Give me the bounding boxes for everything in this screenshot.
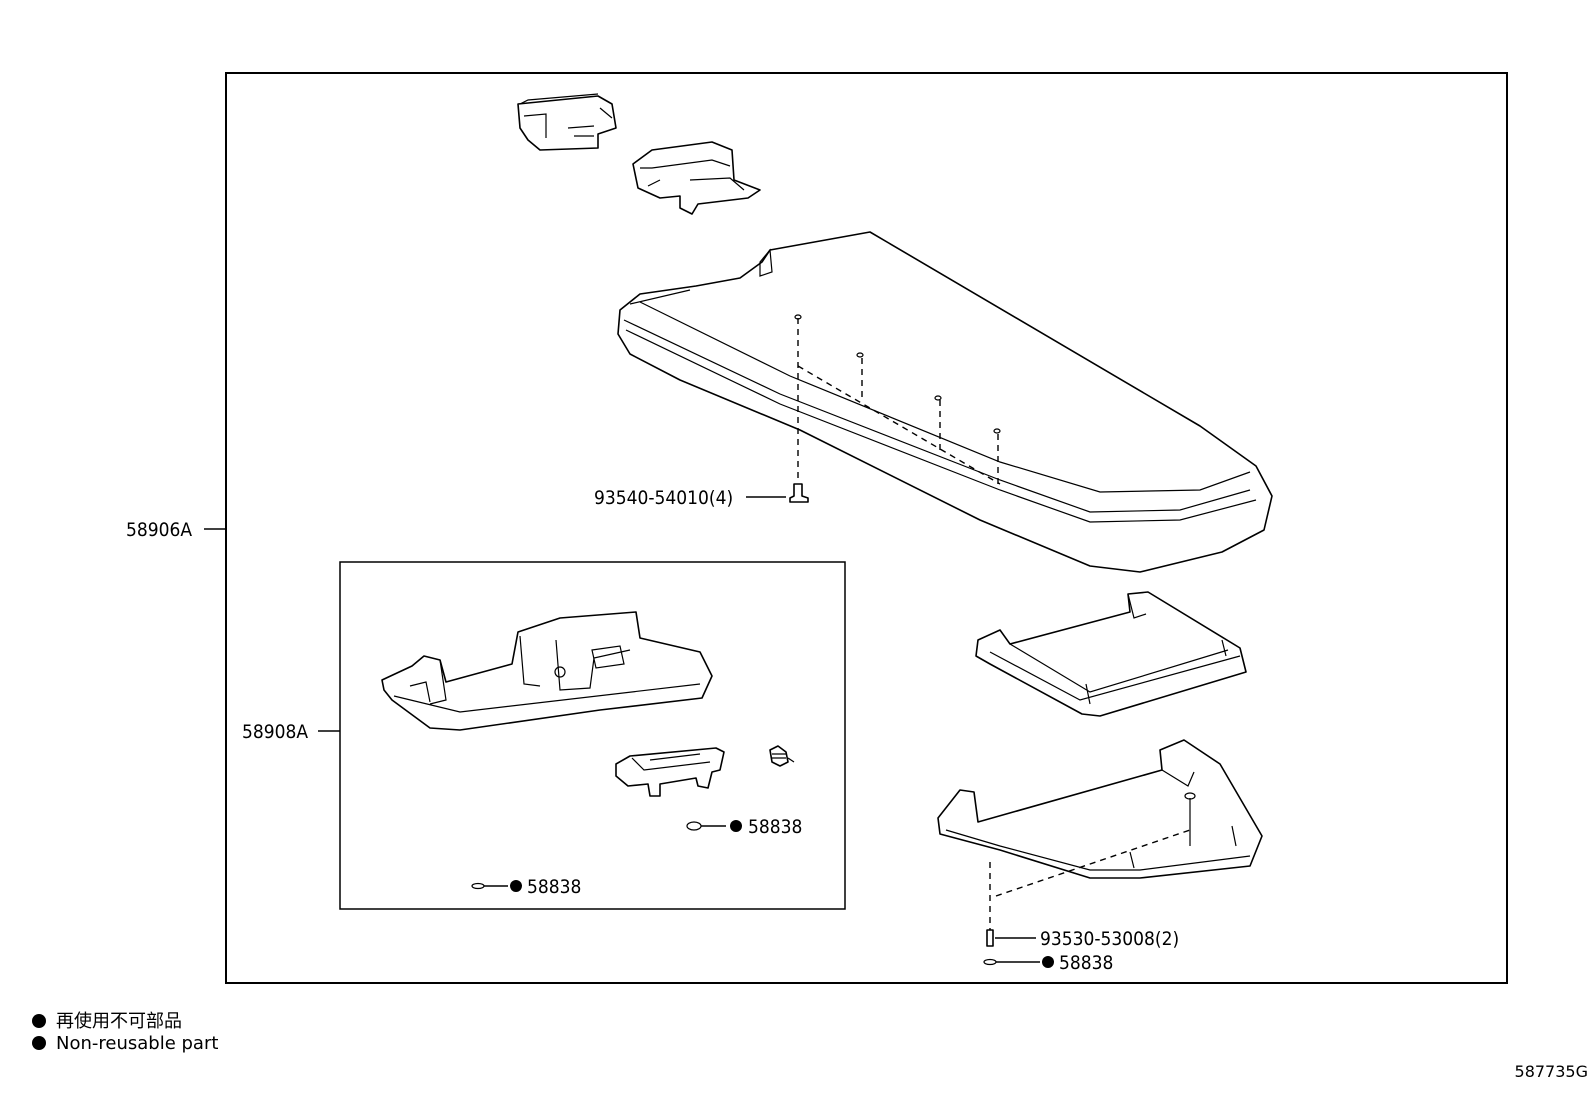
- bullet-icon: [32, 1036, 46, 1050]
- armrest-lid: [617, 231, 1273, 573]
- clip-icon-3: [983, 956, 1054, 968]
- clip-icon-1: [686, 820, 742, 832]
- clip-label-1: 58838: [748, 816, 802, 838]
- assembly-main-label: 58906A: [126, 519, 192, 541]
- legend-english: Non-reusable part: [32, 1033, 218, 1054]
- legend-english-text: Non-reusable part: [56, 1033, 219, 1054]
- spring-icon: [769, 745, 795, 767]
- hinge-housing: [381, 611, 713, 731]
- diagram-id: 587735G: [1514, 1062, 1588, 1081]
- bullet-icon: [32, 1014, 46, 1028]
- legend-japanese-text: 再使用不可部品: [56, 1011, 182, 1032]
- clip-label-3: 58838: [1059, 952, 1113, 974]
- legend-japanese: 再使用不可部品: [32, 1007, 182, 1033]
- screw-bottom-icon: [986, 929, 994, 947]
- latch-button: [632, 141, 761, 215]
- hinge-bracket-upper: [517, 93, 617, 151]
- assembly-frame: [225, 72, 1508, 984]
- storage-tray: [975, 591, 1247, 717]
- screw-top-label: 93540-54010(4): [594, 487, 733, 509]
- lock-piece: [615, 747, 725, 797]
- clip-label-2: 58838: [527, 876, 581, 898]
- screw-top-icon: [789, 483, 809, 503]
- clip-icon-2: [471, 880, 522, 892]
- screw-bottom-label: 93530-53008(2): [1040, 928, 1179, 950]
- assembly-sub-label: 58908A: [242, 721, 308, 743]
- console-box-lower: [937, 739, 1263, 879]
- lower-fastener-lines: [989, 829, 1191, 938]
- lid-fastener-lines: [794, 314, 1001, 485]
- sub-assembly-frame: [339, 561, 846, 910]
